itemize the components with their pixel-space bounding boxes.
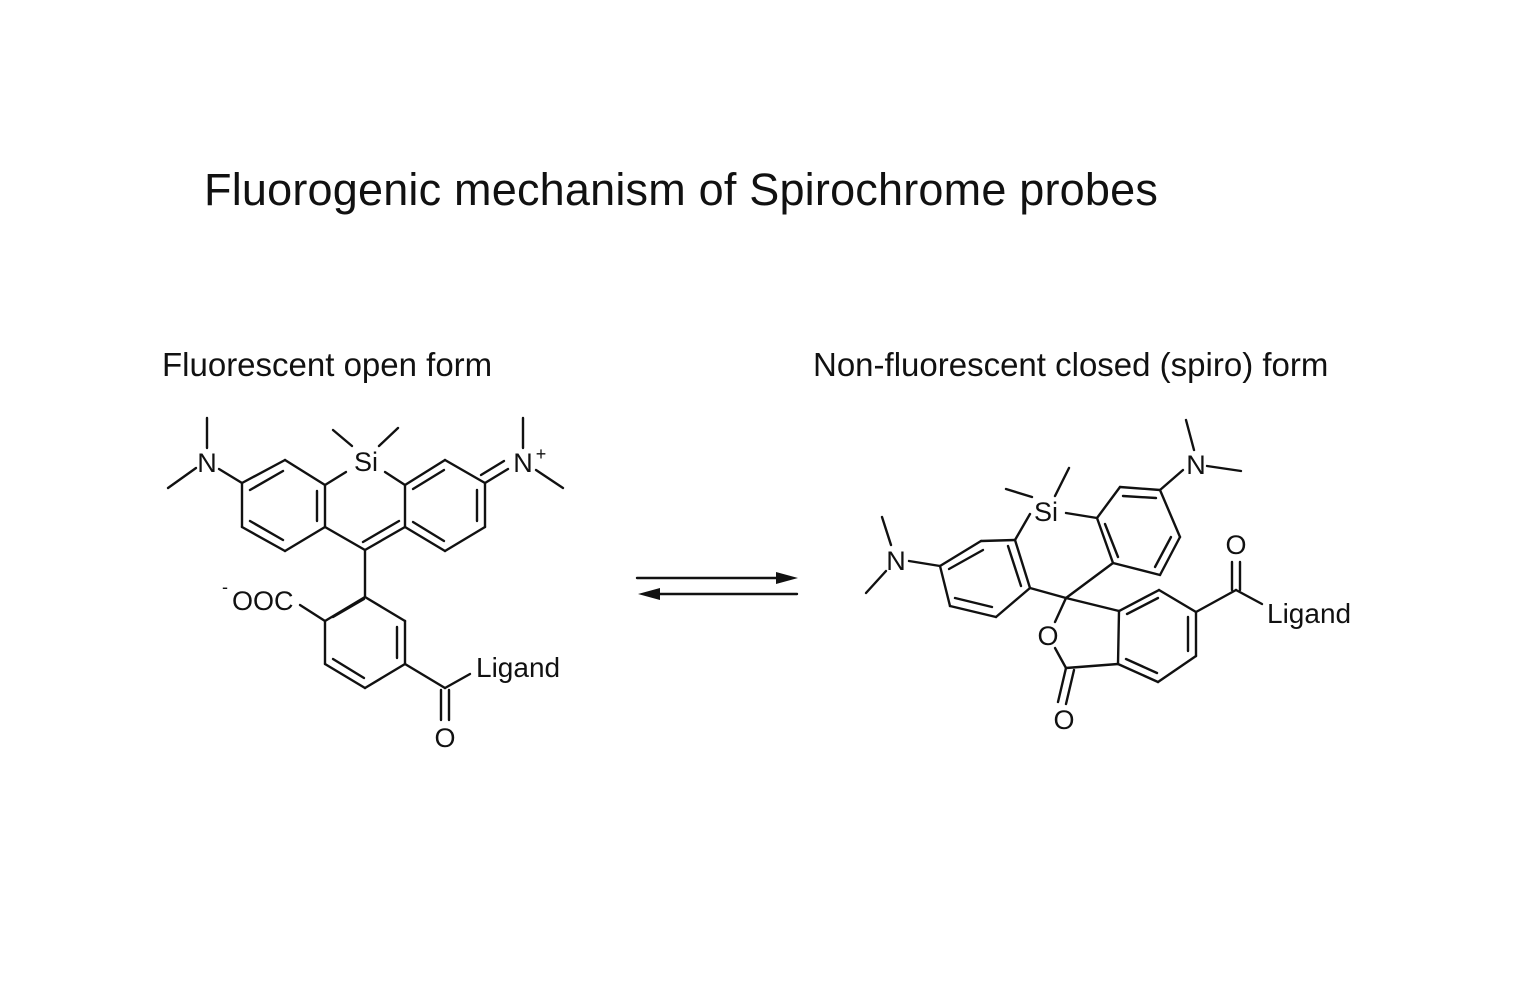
closed-form-structure: N Si N O O O Ligand (864, 418, 1351, 735)
ligand-label-closed: Ligand (1267, 598, 1351, 629)
atom-carbonyl-o: O (434, 723, 455, 753)
closed-form-label: Non-fluorescent closed (spiro) form (813, 346, 1329, 383)
n-plus-charge: + (536, 444, 547, 464)
ligand-label-open: Ligand (476, 652, 560, 683)
diagram-title: Fluorogenic mechanism of Spirochrome pro… (204, 164, 1159, 215)
atom-n-right: N (513, 448, 533, 478)
carboxylate-charge: - (222, 577, 228, 597)
atom-si-closed: Si (1034, 497, 1058, 527)
atom-si: Si (354, 447, 378, 477)
open-form-label: Fluorescent open form (162, 346, 493, 383)
atom-carboxylate: OOC (232, 586, 294, 616)
atom-n-left-closed: N (886, 546, 906, 576)
atom-lactone-o: O (1053, 705, 1074, 735)
equilibrium-arrows (635, 572, 799, 600)
atom-n-left: N (197, 448, 217, 478)
atom-carbonyl-o-closed: O (1225, 530, 1246, 560)
atom-n-top: N (1186, 450, 1206, 480)
atom-ring-o: O (1037, 621, 1058, 651)
open-form-structure: N Si N + - OOC O Ligand (166, 416, 565, 753)
